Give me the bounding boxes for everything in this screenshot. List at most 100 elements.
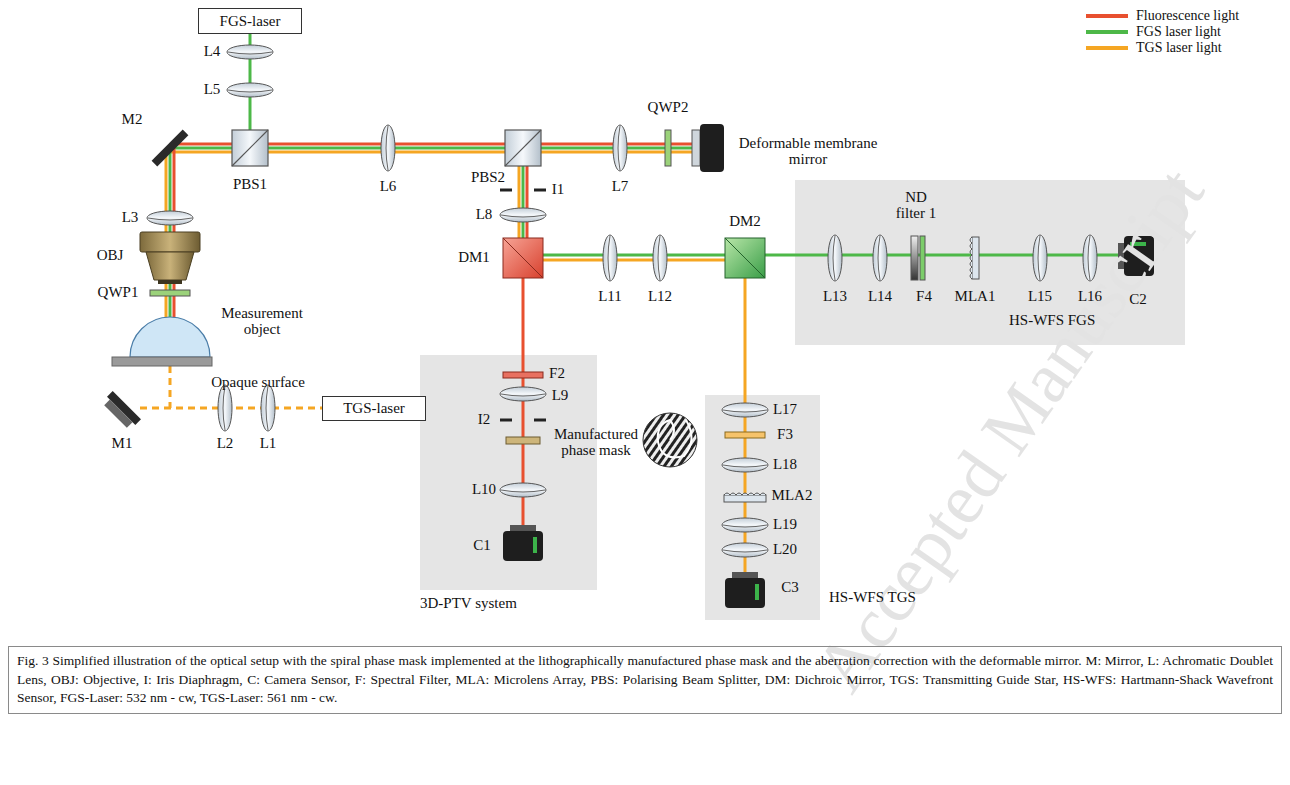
- part-label: L2: [217, 436, 234, 452]
- part-label: L4: [204, 44, 221, 60]
- part-label: Deformable membrane mirror: [733, 136, 883, 168]
- part-label: L12: [648, 289, 672, 305]
- iris-blade: [500, 419, 512, 422]
- part-label: QWP2: [648, 100, 689, 116]
- part-label: MLA2: [772, 488, 813, 504]
- legend-row: FGS laser light: [1086, 24, 1239, 40]
- legend-swatch: [1086, 46, 1128, 50]
- part-label: C3: [781, 580, 799, 596]
- array-plate: [972, 237, 979, 279]
- laser-source-box: FGS-laser: [198, 8, 302, 34]
- wave-plate-qwp1: [150, 290, 190, 296]
- iris-i1: [500, 190, 546, 191]
- panel-label: 3D-PTV system: [420, 595, 517, 612]
- part-label: PBS2: [471, 170, 505, 186]
- lens-l15: [1033, 235, 1047, 281]
- tgs-dashed-beam: [169, 366, 172, 408]
- part-label: I1: [552, 182, 565, 198]
- part-label: C2: [1129, 292, 1147, 308]
- part-label: L5: [204, 82, 221, 98]
- part-label: OBJ: [97, 248, 124, 264]
- part-label: I2: [478, 412, 491, 428]
- legend: Fluorescence lightFGS laser lightTGS las…: [1086, 8, 1239, 56]
- part-label: F2: [549, 366, 565, 382]
- dichroic-mirror-dm2: [725, 238, 765, 278]
- nd-filter: [911, 236, 918, 280]
- filter-f2: [503, 372, 543, 378]
- cube: [503, 238, 543, 278]
- lens-l12: [653, 235, 667, 281]
- beam-splitter-pbs1: [232, 130, 268, 166]
- measurement-object: [130, 317, 210, 357]
- part-label: QWP1: [98, 285, 139, 301]
- lens-l6: [381, 125, 395, 171]
- part-label: L11: [598, 289, 622, 305]
- lens-l8: [500, 208, 546, 222]
- lens-l2: [218, 385, 232, 431]
- iris-blade: [534, 189, 546, 192]
- spiral-mask-disc: [643, 413, 697, 467]
- part-label: PBS1: [233, 177, 267, 193]
- objective-nose: [146, 252, 194, 280]
- box-label: FGS-laser: [220, 13, 281, 30]
- lens-l7: [613, 125, 627, 171]
- legend-row: Fluorescence light: [1086, 8, 1239, 24]
- part-label: L1: [260, 436, 277, 452]
- subsystem-panel-ground: [705, 395, 820, 620]
- part-label: Measurement object: [216, 306, 308, 338]
- part-label: L13: [823, 289, 847, 305]
- part-label: L19: [773, 517, 797, 533]
- phase-mask: [506, 437, 540, 444]
- lens-l11: [603, 235, 617, 281]
- array-plate: [724, 495, 766, 502]
- lens-l3: [147, 211, 193, 225]
- camera-c3: [725, 572, 765, 608]
- opaque-surface: [112, 357, 212, 366]
- lens-l20: [722, 543, 768, 557]
- part-label: DM2: [729, 214, 761, 230]
- part-label: F4: [916, 289, 932, 305]
- part-label: L18: [773, 457, 797, 473]
- mirror-membrane: [692, 130, 700, 166]
- lens-l9: [500, 387, 546, 401]
- part-label: M1: [112, 436, 133, 452]
- legend-text: Fluorescence light: [1136, 8, 1239, 24]
- dichroic-mirror-dm1: [503, 238, 543, 278]
- part-label: DM1: [458, 250, 490, 266]
- phase-mask-pattern: [643, 413, 697, 467]
- part-label: F3: [777, 427, 793, 443]
- objective: [140, 232, 200, 284]
- filter-f4: [920, 236, 925, 280]
- iris-blade: [500, 189, 512, 192]
- part-label: Manufactured phase mask: [550, 427, 642, 459]
- mirror-housing: [700, 124, 724, 172]
- objective-tip: [158, 280, 182, 284]
- filter-f3: [725, 432, 765, 438]
- lens-l5: [227, 83, 273, 97]
- microlens-array-mla1: [970, 237, 979, 279]
- lens-l19: [722, 518, 768, 532]
- deformable-mirror: [692, 124, 724, 172]
- part-label: L3: [122, 210, 139, 226]
- legend-swatch: [1086, 14, 1128, 18]
- lens-l18: [722, 458, 768, 472]
- part-label: L17: [773, 402, 797, 418]
- part-label: ND filter 1: [890, 190, 942, 222]
- lens-l13: [828, 235, 842, 281]
- subsystem-panel: 3D-PTV system: [420, 355, 597, 590]
- cube: [725, 238, 765, 278]
- spiral-line: [658, 420, 692, 457]
- part-label: L20: [773, 542, 797, 558]
- part-label: L8: [476, 207, 493, 223]
- box-label: TGS-laser: [343, 400, 405, 417]
- objective-body: [140, 232, 200, 252]
- lens-l17: [722, 403, 768, 417]
- beam-splitter-pbs2: [505, 130, 541, 166]
- lens-l10: [500, 483, 546, 497]
- mirror-m2: [152, 130, 189, 167]
- array-lenslets: [970, 237, 972, 279]
- array-lenslets: [724, 493, 766, 495]
- subsystem-panel: HS-WFS TGS: [705, 395, 820, 620]
- part-label: M2: [122, 112, 143, 128]
